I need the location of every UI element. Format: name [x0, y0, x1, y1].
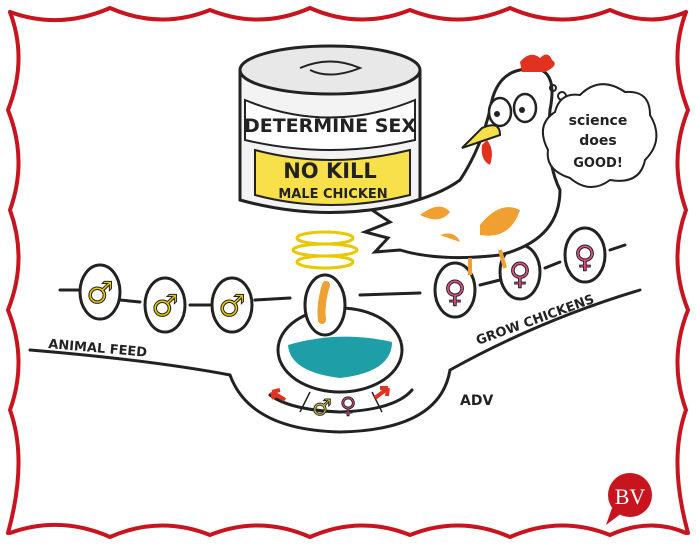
- grow-chickens-label: GROW CHICKENS: [474, 292, 596, 349]
- egg-female: ♀: [563, 226, 607, 284]
- svg-text:♀: ♀: [574, 240, 596, 275]
- egg-female: ♀: [433, 261, 477, 319]
- comb: [520, 54, 555, 72]
- chicken: [360, 54, 562, 275]
- artist-signature: ADV: [460, 393, 493, 409]
- thought-bubble: science does GOOD!: [541, 83, 658, 188]
- male-chicken-label: MALE CHICKEN: [278, 187, 387, 202]
- beak: [461, 124, 502, 149]
- egg-female: ♀: [498, 243, 542, 301]
- teal-liquid: [288, 336, 392, 378]
- svg-text:BV: BV: [615, 484, 646, 509]
- no-kill-label: NO KILL: [283, 159, 377, 183]
- sorting-station: ♂ ♀: [270, 273, 404, 422]
- svg-text:science: science: [569, 113, 628, 129]
- svg-text:♂: ♂: [219, 289, 246, 324]
- red-ornamental-border: [5, 5, 691, 540]
- egg-male: ♂: [143, 276, 187, 334]
- svg-text:does: does: [579, 133, 616, 149]
- svg-text:♀: ♀: [444, 275, 466, 310]
- egg-male: ♂: [210, 276, 254, 334]
- sex-determination-machine: DETERMINE SEX NO KILL MALE CHICKEN: [238, 44, 422, 214]
- scan-waves: [291, 230, 359, 270]
- conveyor-track: [28, 243, 642, 434]
- arrow-left-icon: [270, 388, 287, 402]
- svg-text:♂: ♂: [152, 289, 179, 324]
- svg-text:♀: ♀: [340, 394, 356, 419]
- arrow-right-icon: [373, 386, 390, 400]
- svg-text:♂: ♂: [312, 396, 332, 421]
- wattle: [481, 140, 492, 165]
- svg-text:♀: ♀: [509, 257, 531, 292]
- svg-text:♂: ♂: [87, 276, 114, 311]
- male-eggs: ♂ ♂ ♂: [78, 263, 254, 334]
- bv-logo: BV: [606, 473, 652, 525]
- determine-sex-label: DETERMINE SEX: [244, 115, 416, 137]
- svg-text:GOOD!: GOOD!: [573, 156, 623, 171]
- egg-male: ♂: [78, 263, 122, 321]
- female-eggs: ♀ ♀ ♀: [433, 226, 607, 319]
